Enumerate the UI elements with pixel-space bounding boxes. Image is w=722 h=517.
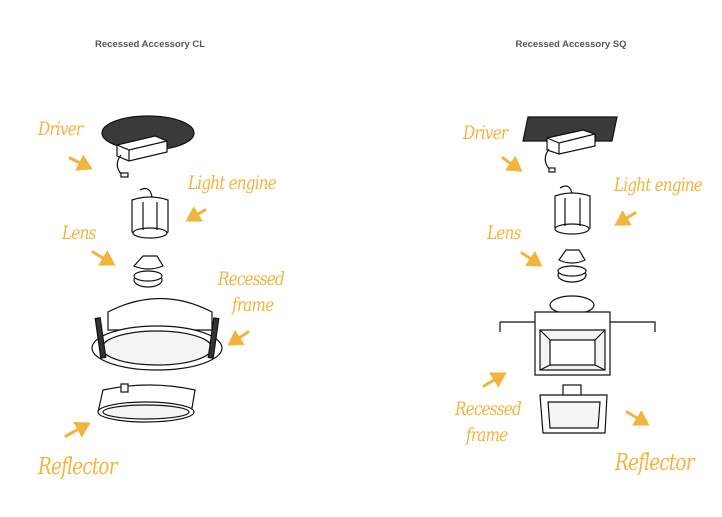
label-lens-right: Lens: [487, 222, 521, 244]
arrow-frame-left: [227, 329, 250, 346]
label-recessed-right: Recessed: [455, 398, 522, 420]
label-lens-left: Lens: [62, 222, 96, 244]
label-driver-right: Driver: [463, 122, 508, 144]
label-frame-right: frame: [466, 424, 508, 446]
label-light-engine-left: Light engine: [188, 172, 277, 194]
lens-left: [132, 255, 164, 270]
arrow-lens-left: [91, 250, 116, 266]
recessed-frame-left: [107, 298, 213, 331]
arrow-engine-right: [614, 210, 637, 226]
label-driver-left: Driver: [38, 118, 83, 140]
label-frame-left: frame: [232, 294, 274, 316]
arrow-driver-right: [501, 155, 523, 172]
arrow-reflector-right: [625, 410, 650, 426]
arrow-lens-right: [520, 250, 543, 267]
label-reflector-right: Reflector: [615, 450, 695, 476]
arrow-driver-left: [68, 154, 93, 171]
arrow-frame-right: [482, 372, 507, 388]
lens-right: [558, 249, 586, 264]
label-reflector-left: Reflector: [38, 454, 118, 480]
label-light-engine-right: Light engine: [614, 174, 703, 196]
left-title: Recessed Accessory CL: [94, 39, 206, 50]
label-recessed-left: Recessed: [218, 268, 285, 290]
arrow-reflector-left: [64, 421, 91, 438]
arrow-engine-left: [185, 206, 207, 222]
right-title: Recessed Accessory SQ: [515, 39, 627, 50]
